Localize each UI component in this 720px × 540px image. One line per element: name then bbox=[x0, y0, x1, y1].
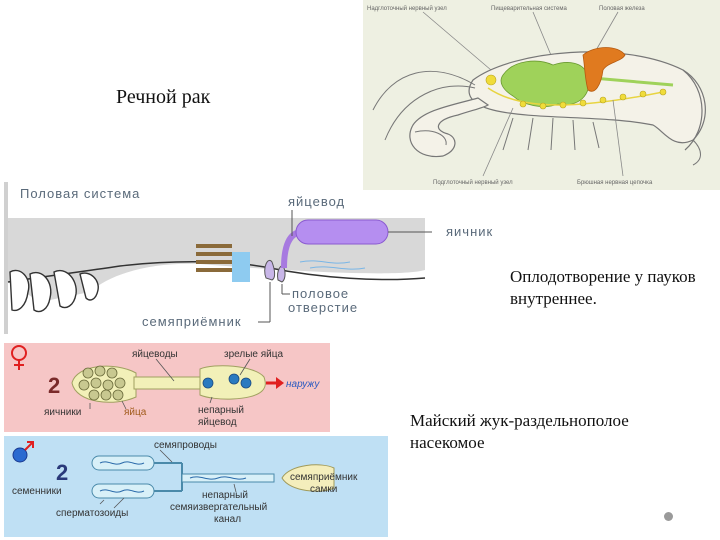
male-label-unpaired-3: канал bbox=[214, 514, 241, 525]
female-label-unpaired-2: яйцевод bbox=[198, 417, 237, 428]
male-diagram: 2 семяпроводы семяприёмник самки семенни… bbox=[4, 436, 388, 537]
male-label-unpaired-1: непарный bbox=[202, 490, 248, 501]
female-diagram: 2 яйцеводы зрелые яйца наружу яичники яй… bbox=[4, 343, 330, 432]
slide-title: Речной рак bbox=[116, 86, 210, 109]
female-number: 2 bbox=[48, 373, 60, 398]
male-number: 2 bbox=[56, 460, 68, 485]
male-label-receptacle-2: самки bbox=[310, 484, 337, 495]
spider-label-ovary: яичник bbox=[446, 224, 493, 239]
spider-label-opening-2: отверстие bbox=[288, 300, 358, 315]
female-label-outside: наружу bbox=[286, 379, 320, 390]
slide-indicator-dot bbox=[664, 512, 673, 521]
female-label-eggs: яйца bbox=[124, 407, 147, 418]
male-label-spermatozoa: сперматозоиды bbox=[56, 508, 128, 519]
male-label-testes: семенники bbox=[12, 486, 62, 497]
crayfish-label-gonad: Половая железа bbox=[599, 6, 645, 12]
female-label-unpaired-1: непарный bbox=[198, 405, 244, 416]
crayfish-label-digestive: Пищеварительная система bbox=[491, 6, 568, 12]
spider-label-oviduct: яйцевод bbox=[288, 194, 345, 209]
note-beetle: Майский жук-раздельнополое насекомое bbox=[410, 410, 700, 454]
male-label-vas-deferens: семяпроводы bbox=[154, 440, 217, 451]
spider-diagram: Половая система яйцевод яичник половое о… bbox=[0, 182, 520, 334]
female-label-oviducts: яйцеводы bbox=[132, 349, 178, 360]
crayfish-diagram: Надглоточный нервный узел Пищеварительна… bbox=[363, 0, 720, 190]
note-spider: Оплодотворение у пауков внутреннее. bbox=[510, 266, 710, 310]
female-label-mature-eggs: зрелые яйца bbox=[224, 349, 283, 360]
crayfish-label-supraesophageal: Надглоточный нервный узел bbox=[367, 5, 447, 12]
spider-label-opening-1: половое bbox=[292, 286, 349, 301]
male-label-receptacle-1: семяприёмник bbox=[290, 472, 358, 483]
crayfish-label-nerve-cord: Брюшная нервная цепочка bbox=[577, 180, 653, 186]
spider-label-receptacle: семяприёмник bbox=[142, 314, 242, 329]
female-label-ovaries: яичники bbox=[44, 407, 81, 418]
spider-title: Половая система bbox=[20, 186, 140, 201]
male-label-unpaired-2: семяизвергательный bbox=[170, 502, 267, 513]
